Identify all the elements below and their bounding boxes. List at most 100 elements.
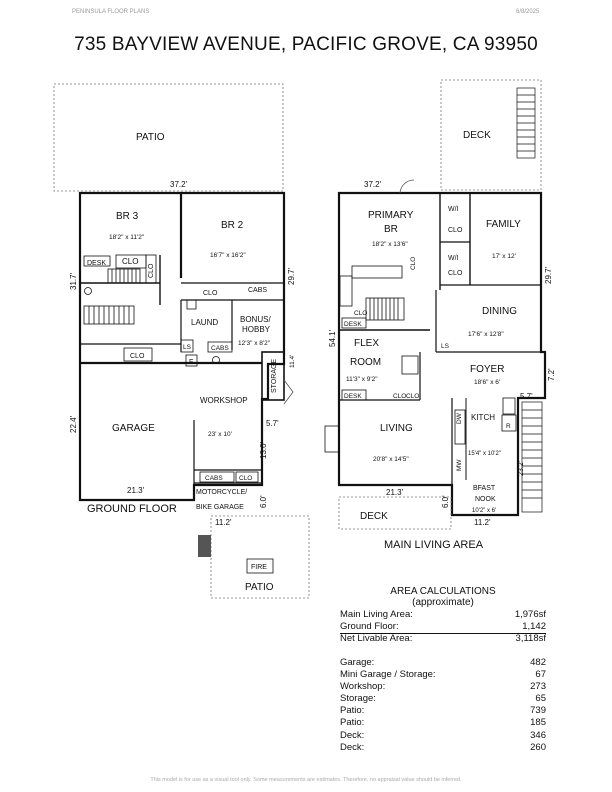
main-family-label: FAMILY [486, 219, 521, 230]
ground-caption: GROUND FLOOR [87, 503, 177, 515]
main-mw-label: MW [456, 459, 463, 471]
main-wi2-label: W/I [448, 255, 459, 262]
main-deck-label: DECK [463, 130, 491, 141]
area-row-value: 67 [535, 669, 546, 680]
ground-work-measure: 13.0' [259, 441, 268, 459]
main-ls-label: LS [441, 343, 450, 350]
main-top-measure: 37.2' [364, 180, 382, 189]
ground-cabs-label: CABS [248, 287, 267, 294]
main-desk2-label: DESK [344, 393, 362, 400]
area-row-value: 185 [530, 717, 546, 728]
ground-br2-label: BR 2 [221, 220, 244, 231]
ground-bonus-dim: 12'3" x 8'2" [238, 340, 271, 347]
ground-workshop-dim: 23' x 10' [208, 431, 232, 438]
main-deck2-outline [338, 496, 452, 530]
ground-left2-measure: 22.4' [69, 415, 78, 433]
main-bfast1-label: BFAST [473, 485, 496, 492]
area-row-label: Mini Garage / Storage: [340, 669, 436, 680]
main-clo4-label: CLO [406, 393, 419, 400]
main-left-measure: 54.1' [328, 329, 337, 347]
area-row: Patio:185 [340, 717, 546, 728]
ground-patio2-label: PATIO [245, 582, 274, 593]
main-primary-dim: 18'2" x 13'6" [372, 241, 408, 248]
area-row: Storage:65 [340, 693, 546, 704]
main-right2-measure: 7.2' [547, 368, 556, 381]
area-row: Ground Floor:1,142 [340, 621, 546, 632]
main-flex2-label: ROOM [350, 357, 381, 368]
ground-br3-label: BR 3 [116, 211, 139, 222]
main-primary2-label: BR [384, 224, 398, 235]
main-family-dim: 17' x 12' [492, 253, 516, 260]
ground-clo4-label: CLO [239, 475, 252, 482]
main-right-measure: 29.7' [544, 266, 553, 284]
ground-ls-label: LS [183, 344, 192, 351]
area-row: Mini Garage / Storage: 67 [340, 669, 546, 680]
ground-clo2-label: CLO [203, 290, 218, 297]
main-clo1-label: CLO [448, 227, 463, 234]
area-divider [340, 633, 546, 634]
main-kitch-label: KITCH [471, 413, 495, 422]
ground-patio-outline [53, 83, 284, 192]
main-nook-h-measure: 6.0' [441, 495, 450, 508]
main-primary1-label: PRIMARY [368, 210, 414, 221]
area-calc-title: AREA CALCULATIONS [390, 586, 496, 597]
area-row-value: 273 [530, 681, 546, 692]
area-row-label: Main Living Area: [340, 609, 413, 620]
main-clo-v-label: CLO [410, 257, 417, 270]
ground-stairs [83, 268, 141, 325]
area-row-label: Deck: [340, 742, 365, 753]
ground-clo-v-label: CLO [148, 263, 155, 278]
ground-storage-width: 5.7' [266, 419, 279, 428]
footer-disclaimer: This model is for use as a visual tool o… [150, 777, 462, 783]
ground-bottom-measure: 21.3' [127, 486, 145, 495]
ground-clo3-label: CLO [130, 353, 145, 360]
main-side-stairs [521, 401, 543, 513]
area-row-label: Ground Floor: [340, 621, 399, 632]
ground-step-block [198, 535, 211, 557]
ground-workshop-label: WORKSHOP [200, 396, 248, 405]
area-calc-subtitle: (approximate) [412, 597, 474, 608]
main-flex-dim: 11'3" x 9'2" [346, 376, 378, 383]
main-desk-label: DESK [344, 321, 362, 328]
area-row-label: Workshop: [340, 681, 386, 692]
ground-moto-measure: 6.0' [259, 495, 268, 508]
main-fixtures [324, 265, 517, 453]
ground-patio-measure: 11.2' [215, 518, 232, 527]
area-row: Deck:260 [340, 742, 546, 753]
main-caption: MAIN LIVING AREA [384, 539, 484, 551]
area-row-value: 482 [530, 657, 546, 668]
area-row: Deck:346 [340, 730, 546, 741]
main-dining-dim: 17'6" x 12'8" [468, 331, 504, 338]
main-walls [337, 191, 547, 517]
page-title: 735 BAYVIEW AVENUE, PACIFIC GROVE, CA 93… [74, 34, 538, 55]
ground-laund-label: LAUND [191, 318, 218, 327]
main-dw-label: DW [456, 412, 463, 424]
ground-moto2-label: BIKE GARAGE [196, 504, 244, 511]
main-foyer-label: FOYER [470, 364, 504, 375]
ground-storage-height: 11.4' [289, 355, 296, 368]
main-flex1-label: FLEX [354, 338, 379, 349]
main-dining-label: DINING [482, 306, 517, 317]
main-bfast-dim: 10'2" x 6' [472, 508, 496, 514]
ground-patio2-outline [210, 515, 310, 599]
area-row-label: Deck: [340, 730, 365, 741]
main-kitch-dim: 15'4" x 10'2" [468, 451, 501, 457]
area-row-value: 739 [530, 705, 546, 716]
ground-garage-label: GARAGE [112, 423, 155, 434]
main-nook-w-measure: 11.2' [474, 518, 491, 527]
area-row-value: 3,118sf [515, 633, 546, 644]
ground-clo-label: CLO [122, 257, 138, 266]
main-clo3-label: CLO [393, 393, 406, 400]
ground-f-label: F [189, 359, 193, 366]
main-foyer-measure: 5.7' [520, 392, 533, 401]
header-date: 6/8/2025 [516, 9, 540, 15]
main-deck-stairs [516, 87, 536, 159]
ground-patio-label: PATIO [136, 132, 165, 143]
ground-storage-room [261, 351, 285, 401]
area-row-label: Patio: [340, 705, 365, 716]
area-row: Workshop: 273 [340, 681, 546, 692]
ground-moto1-label: MOTORCYCLE/ [196, 489, 247, 496]
area-row-value: 1,976sf [514, 609, 546, 620]
ground-bath-fixtures [83, 254, 157, 295]
area-row-value: 65 [535, 693, 546, 704]
